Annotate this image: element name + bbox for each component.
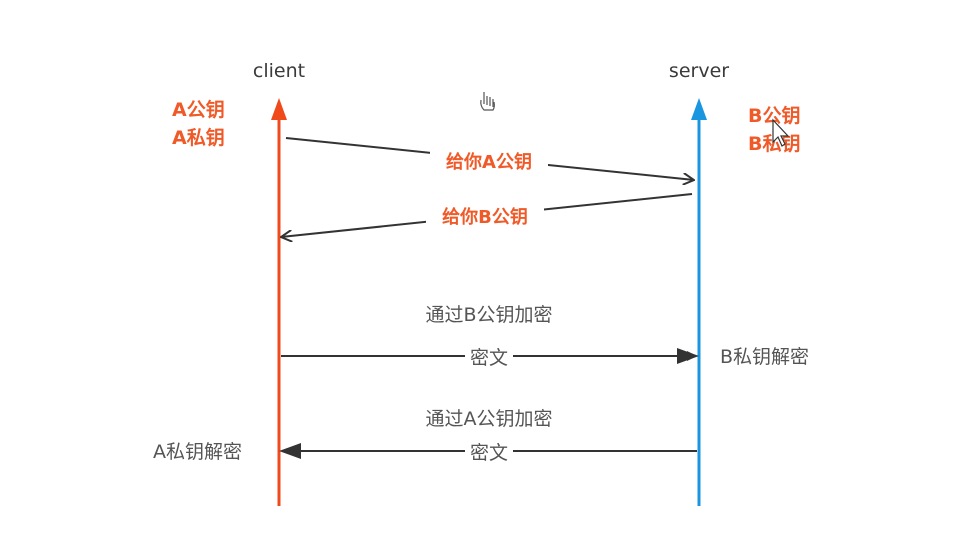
client-private-key: A私钥 xyxy=(172,126,225,149)
client-lifeline-arrowhead xyxy=(271,98,287,120)
cipher-2-label: 密文 xyxy=(470,442,508,464)
give-b-key-label-bg xyxy=(426,203,544,229)
client-public-key: A公钥 xyxy=(172,98,225,121)
cipher-2-label-bg xyxy=(465,440,513,464)
server-private-key: B私钥 xyxy=(748,132,800,155)
cipher-to-client-arrowhead xyxy=(279,443,301,459)
encrypt-with-b-label: 通过B公钥加密 xyxy=(425,304,552,326)
server-label: server xyxy=(669,60,729,82)
give-a-key-label: 给你A公钥 xyxy=(446,151,532,173)
give-a-key-label-bg xyxy=(430,148,548,174)
server-decrypt-label: B私钥解密 xyxy=(720,346,809,368)
give-b-key-label: 给你B公钥 xyxy=(442,206,528,228)
cipher-1-label-bg xyxy=(465,345,513,369)
client-label: client xyxy=(253,60,305,82)
encrypt-with-a-label: 通过A公钥加密 xyxy=(426,408,553,430)
hand-cursor-icon xyxy=(480,92,495,111)
cipher-1-label: 密文 xyxy=(470,347,508,369)
client-decrypt-label: A私钥解密 xyxy=(153,441,242,463)
cipher-to-server-arrowhead xyxy=(677,348,699,364)
arrow-cursor-icon xyxy=(772,118,790,147)
server-lifeline-arrowhead xyxy=(691,98,707,120)
server-public-key: B公钥 xyxy=(748,104,800,127)
